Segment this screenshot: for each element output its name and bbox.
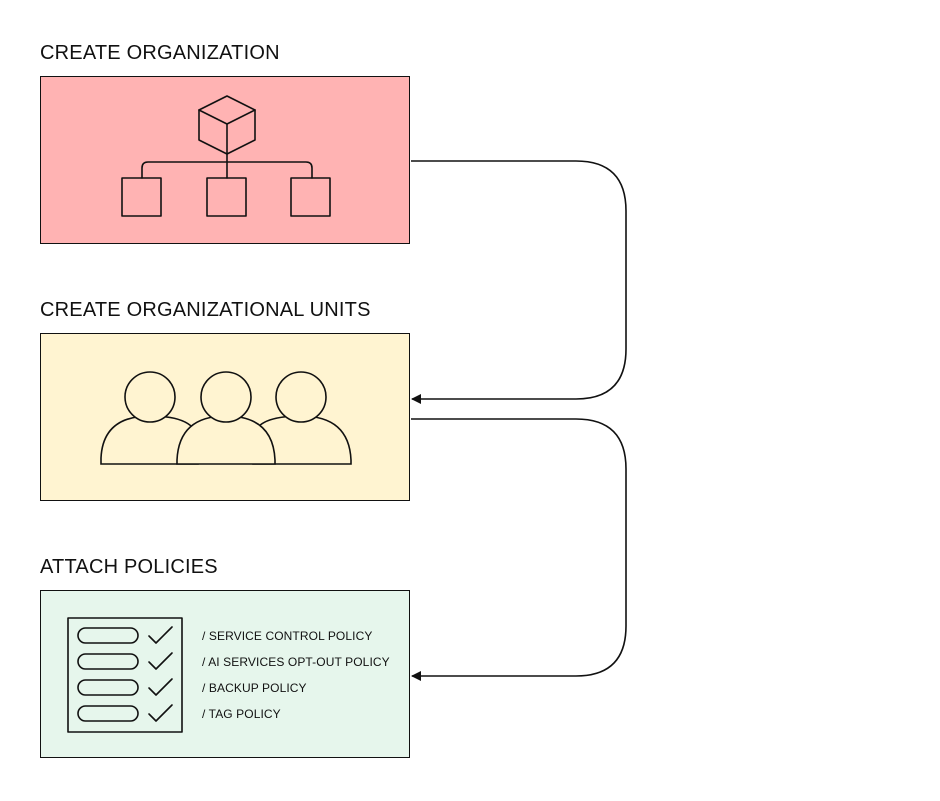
flow-arrow-units-to-policies — [411, 418, 627, 681]
checklist-icon — [67, 617, 183, 733]
checkmark-icon — [148, 626, 173, 644]
cube-icon — [198, 95, 256, 155]
child-account-box-1 — [121, 177, 162, 217]
checklist-pill-4 — [77, 705, 139, 722]
hierarchy-connector — [141, 153, 313, 179]
policy-label-tag: / TAG POLICY — [202, 707, 281, 721]
policy-label-service-control: / SERVICE CONTROL POLICY — [202, 629, 373, 643]
child-account-box-3 — [290, 177, 331, 217]
step-title-attach-policies: ATTACH POLICIES — [40, 556, 218, 578]
flow-arrow-organization-to-units — [411, 160, 627, 404]
org-hierarchy-icon — [121, 95, 331, 217]
checklist-pill-3 — [77, 679, 139, 696]
child-account-box-2 — [206, 177, 247, 217]
user-right-icon — [252, 371, 352, 465]
policy-label-ai-services-opt-out: / AI SERVICES OPT-OUT POLICY — [202, 655, 390, 669]
user-center-icon — [176, 371, 276, 465]
checklist-pill-1 — [77, 627, 139, 644]
users-group-icon — [100, 371, 352, 465]
user-left-icon — [100, 371, 199, 465]
policy-label-backup: / BACKUP POLICY — [202, 681, 307, 695]
step-title-create-organizational-units: CREATE ORGANIZATIONAL UNITS — [40, 299, 371, 321]
checklist-frame — [67, 617, 183, 733]
checkmark-icon — [148, 678, 173, 696]
checklist-pill-2 — [77, 653, 139, 670]
checkmark-icon — [148, 652, 173, 670]
step-title-create-organization: CREATE ORGANIZATION — [40, 42, 280, 64]
checkmark-icon — [148, 704, 173, 722]
